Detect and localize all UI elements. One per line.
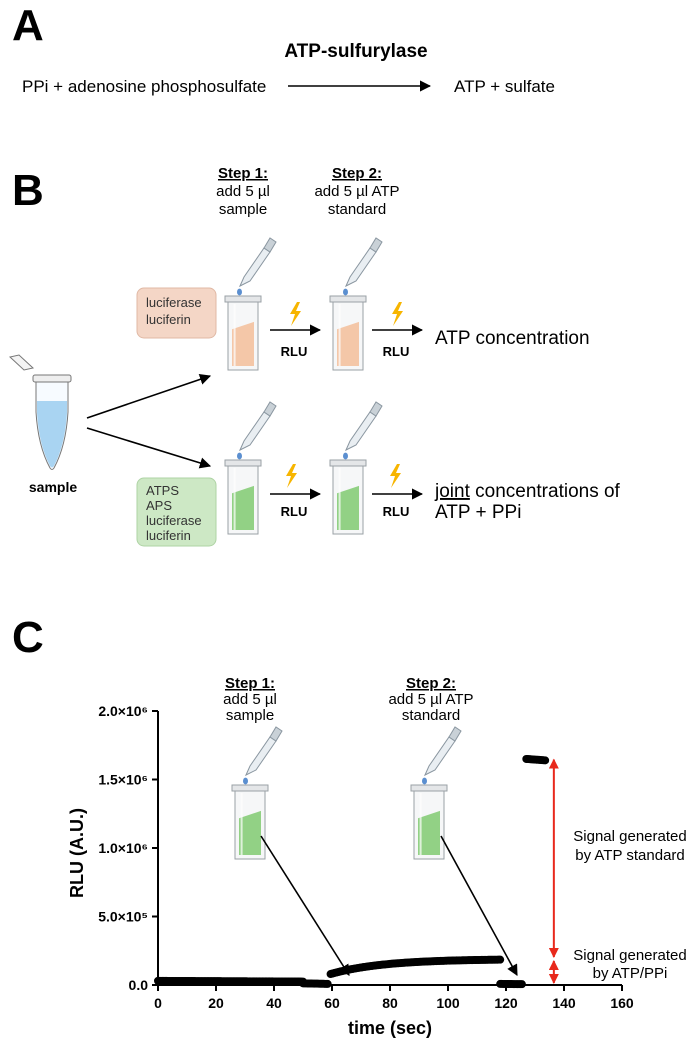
atp-ppi-annotation-1: Signal generated — [573, 947, 686, 964]
x-tick-label: 120 — [494, 995, 518, 1011]
reaction-substrates: PPi + adenosine phosphosulfate — [22, 77, 266, 96]
chart-step2-line2: standard — [402, 707, 460, 724]
top-reagent-box — [136, 287, 217, 339]
pipette-icon-top-2 — [343, 237, 383, 296]
step2-title: Step 2: — [332, 165, 382, 182]
top-reagent-2: luciferin — [146, 312, 191, 327]
x-tick-label: 80 — [382, 995, 398, 1011]
bolts-layer — [286, 302, 403, 488]
cuvette-icon-top-1 — [224, 295, 262, 371]
data-point — [517, 980, 526, 989]
equipment-layer — [224, 237, 462, 860]
y-tick-label: 5.0×10⁵ — [98, 909, 148, 925]
step1-label: Step 1: add 5 µl sample — [216, 165, 270, 218]
cuvette-icon-bottom-1 — [224, 459, 262, 535]
pipette-icon-top-1 — [237, 237, 277, 296]
x-tick-label: 60 — [324, 995, 340, 1011]
x-tick-label: 20 — [208, 995, 224, 1011]
cuvette-icon-chart-1 — [231, 784, 269, 860]
chart-step1-pointer — [260, 835, 350, 976]
x-axis-label: time (sec) — [348, 1018, 432, 1038]
y-axis-label: RLU (A.U.) — [67, 808, 87, 898]
x-tick-label: 160 — [610, 995, 634, 1011]
bottom-result-joint: joint — [434, 481, 471, 502]
data-point — [541, 756, 550, 765]
chart-step1-line2: sample — [226, 707, 274, 724]
bottom-reagent-box — [136, 477, 217, 547]
chart-step1-title: Step 1: — [225, 675, 275, 692]
step1-line1: add 5 µl — [216, 183, 270, 200]
rlu-label-1: RLU — [281, 344, 308, 359]
chart-step1-line1: add 5 µl — [223, 691, 277, 708]
top-reagent-1: luciferase — [146, 295, 202, 310]
chart-step2-label: Step 2: add 5 µl ATP standard — [388, 675, 473, 724]
lightning-bolt-icon — [290, 302, 301, 326]
rlu-label-3: RLU — [281, 504, 308, 519]
chart-step2-line1: add 5 µl ATP — [388, 691, 473, 708]
step2-line2: standard — [328, 201, 386, 218]
rlu-label-2: RLU — [383, 344, 410, 359]
reaction-products: ATP + sulfate — [454, 77, 555, 96]
pipette-icon-bottom-2 — [343, 401, 383, 460]
cuvette-icon-bottom-2 — [329, 459, 367, 535]
branch-arrow-top — [86, 373, 212, 419]
chart-step1-label: Step 1: add 5 µl sample — [223, 675, 277, 724]
bottom-reagent-4: luciferin — [146, 528, 191, 543]
panel-label-b: B — [12, 166, 44, 215]
branch-arrow-bottom — [86, 427, 212, 469]
bottom-result-line1: joint concentrations of — [434, 481, 621, 502]
x-tick-label: 140 — [552, 995, 576, 1011]
sample-label: sample — [29, 479, 77, 495]
lightning-bolt-icon — [392, 302, 403, 326]
step2-label: Step 2: add 5 µl ATP standard — [314, 165, 399, 218]
lightning-bolt-icon — [286, 464, 297, 488]
bottom-reagent-1: ATPS — [146, 483, 179, 498]
step1-title: Step 1: — [218, 165, 268, 182]
step1-line2: sample — [219, 201, 267, 218]
atp-ppi-annotation-2: by ATP/PPi — [593, 965, 668, 982]
rlu-label-4: RLU — [383, 504, 410, 519]
reaction-enzyme: ATP-sulfurylase — [284, 41, 427, 62]
data-point — [496, 955, 505, 964]
bottom-reagent-3: luciferase — [146, 513, 202, 528]
bottom-result-line2: ATP + PPi — [435, 502, 521, 523]
tube-liquid — [37, 401, 67, 468]
sample-tube-icon — [8, 354, 72, 470]
data-points — [154, 754, 550, 989]
lightning-bolt-icon — [390, 464, 401, 488]
pipette-icon-chart-2 — [422, 726, 462, 785]
panel-label-c: C — [12, 613, 44, 662]
chart-step2-pointer — [440, 835, 518, 976]
y-tick-label: 1.0×10⁶ — [98, 840, 148, 856]
top-result: ATP concentration — [435, 328, 590, 349]
atp-standard-annotation-2: by ATP standard — [575, 847, 685, 864]
chart-step2-title: Step 2: — [406, 675, 456, 692]
atp-standard-annotation-1: Signal generated — [573, 828, 686, 845]
y-tick-label: 1.5×10⁶ — [98, 772, 148, 788]
data-point — [323, 979, 332, 988]
y-tick-label: 0.0 — [129, 977, 149, 993]
x-tick-label: 0 — [154, 995, 162, 1011]
panel-label-a: A — [12, 1, 44, 50]
cuvette-icon-top-2 — [329, 295, 367, 371]
cuvette-icon-chart-2 — [410, 784, 448, 860]
rlu-time-chart: 0 20 40 60 80 100 120 140 160 0.0 5.0×10⁵ 1.0×10⁶ 1.… — [67, 703, 634, 1038]
bottom-result-rest: concentrations of — [470, 481, 621, 502]
pipette-icon-bottom-1 — [237, 401, 277, 460]
step2-line1: add 5 µl ATP — [314, 183, 399, 200]
pipette-icon-chart-1 — [243, 726, 283, 785]
x-tick-label: 100 — [436, 995, 460, 1011]
y-tick-label: 2.0×10⁶ — [98, 703, 148, 719]
x-tick-label: 40 — [266, 995, 282, 1011]
bottom-reagent-2: APS — [146, 498, 172, 513]
